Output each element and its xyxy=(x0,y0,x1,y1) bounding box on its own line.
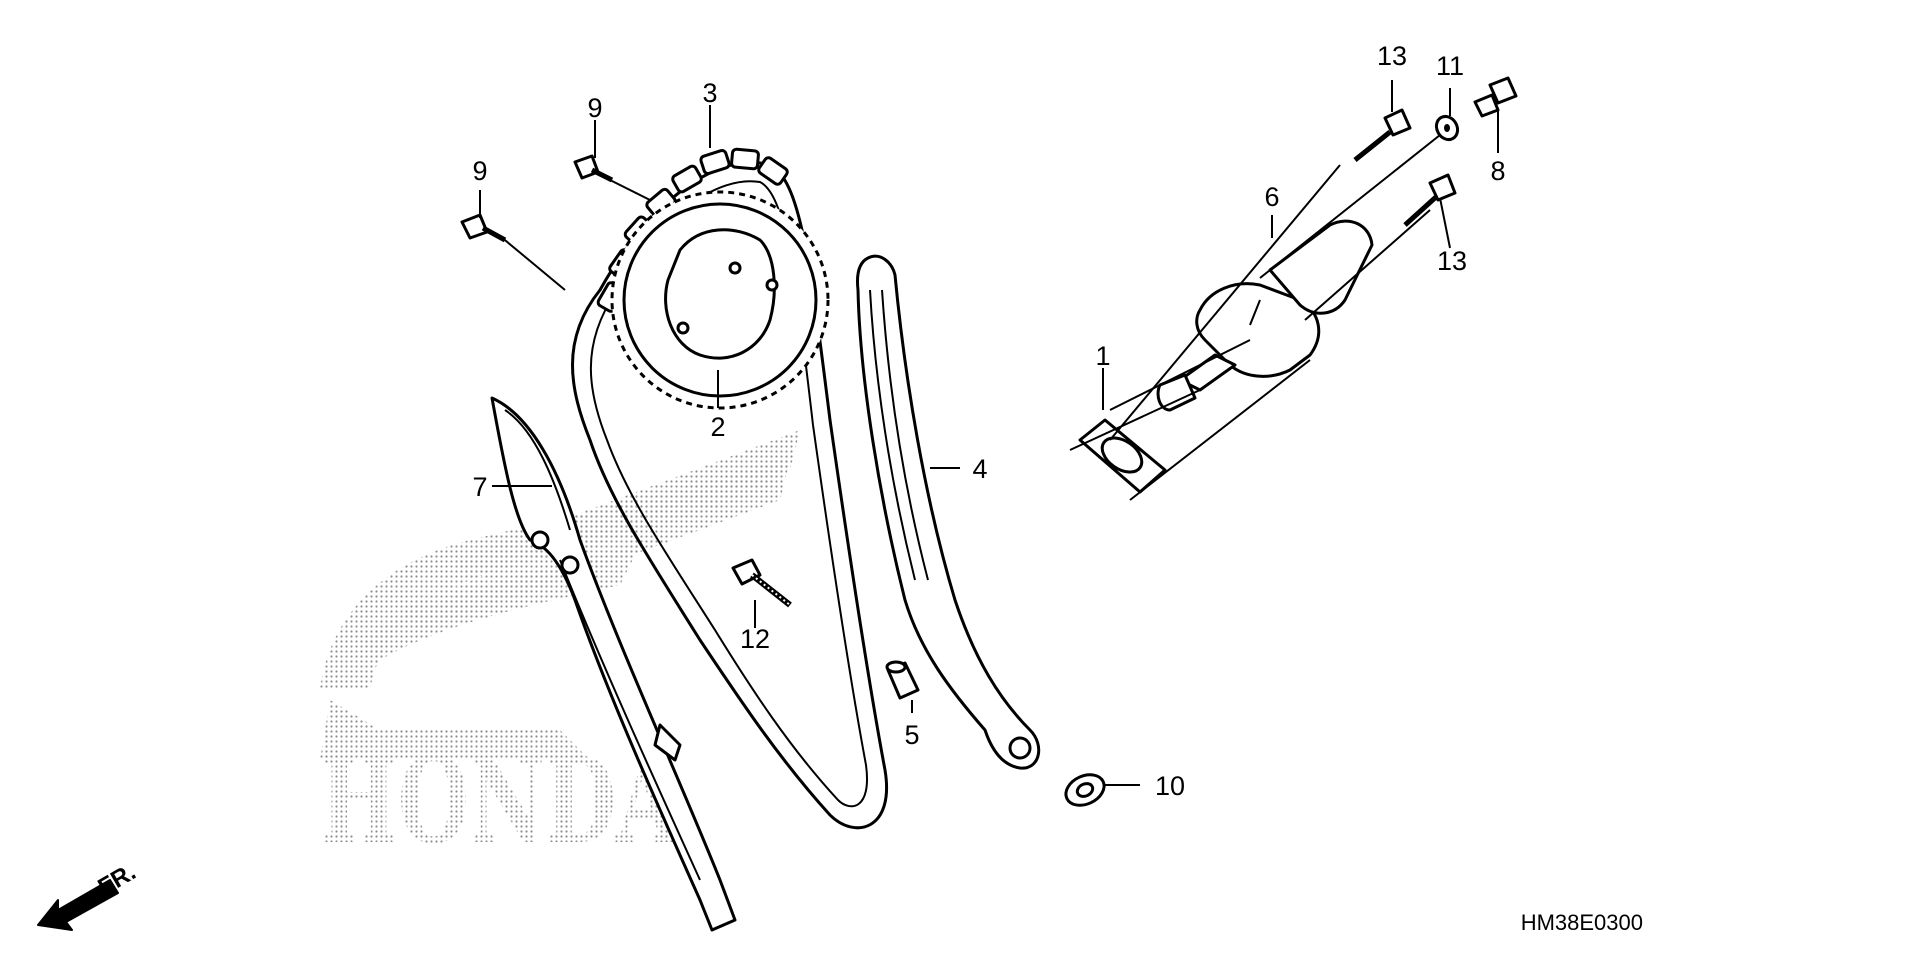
bolt-13-lower xyxy=(1403,173,1457,227)
callout-12: 12 xyxy=(740,624,770,654)
diagram-code: HM38E0300 xyxy=(1521,910,1643,935)
callout-5: 5 xyxy=(904,720,919,750)
tensioner-gasket xyxy=(1078,418,1167,494)
callout-9-upper: 9 xyxy=(587,93,602,123)
callout-10: 10 xyxy=(1155,771,1185,801)
dowel-pin xyxy=(885,660,920,700)
cam-sprocket xyxy=(610,190,830,410)
cam-chain-guide xyxy=(856,254,1041,770)
bolt-8 xyxy=(1473,76,1518,118)
callout-8: 8 xyxy=(1490,156,1505,186)
callout-11: 11 xyxy=(1436,51,1464,81)
front-arrow-icon xyxy=(37,879,119,931)
washer-10 xyxy=(1064,773,1106,807)
callout-13-lower: 13 xyxy=(1437,246,1467,276)
callout-2: 2 xyxy=(710,412,725,442)
honda-watermark-text: HONDA xyxy=(320,731,681,870)
callout-13-upper: 13 xyxy=(1377,41,1407,71)
callout-labels: 1 2 3 4 5 6 7 8 9 9 10 11 12 13 13 xyxy=(472,41,1505,801)
callout-6: 6 xyxy=(1264,182,1279,212)
callout-1: 1 xyxy=(1095,341,1110,371)
callout-4: 4 xyxy=(972,454,987,484)
front-direction-indicator: FR. xyxy=(37,858,140,931)
callout-leaders xyxy=(479,80,1499,786)
callout-9-left: 9 xyxy=(472,156,487,186)
bolt-9-upper xyxy=(573,154,614,183)
callout-3: 3 xyxy=(702,78,717,108)
washer-11 xyxy=(1434,114,1460,142)
cam-chain-tensioner-slipper xyxy=(490,396,737,932)
bolt-12 xyxy=(731,558,792,608)
bolt-9-left xyxy=(460,213,507,243)
callout-7: 7 xyxy=(472,472,487,502)
cam-chain-tensioner-lifter xyxy=(1156,219,1374,412)
assembly-lines xyxy=(499,134,1441,501)
bolt-13-upper xyxy=(1353,108,1412,162)
